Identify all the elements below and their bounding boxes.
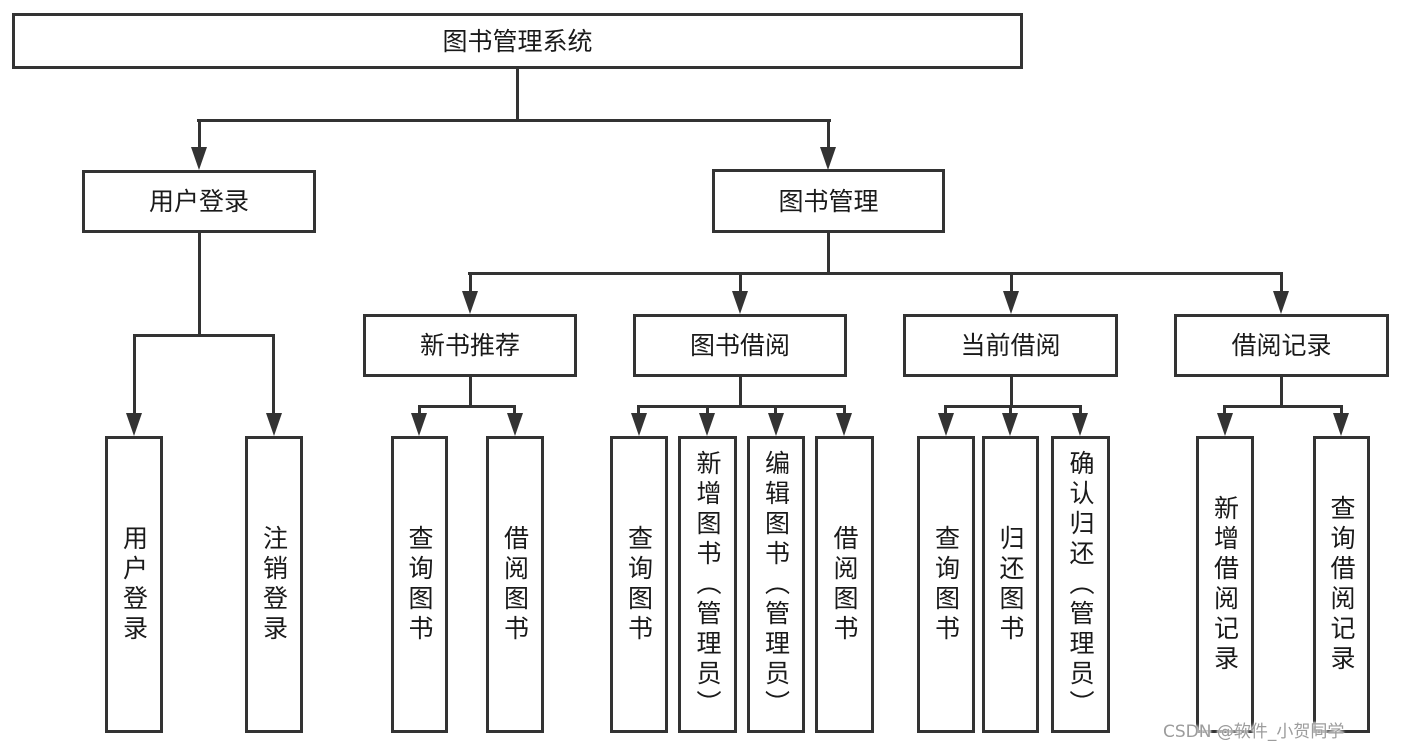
arrow-to-book-borrow — [732, 291, 748, 314]
connector-br-hbar — [1223, 405, 1343, 408]
leaf-cb-confirm-return-admin: 确认归还（管理员） — [1051, 436, 1110, 733]
connector-bb-stem — [739, 377, 742, 408]
connector-to-borrow-records — [1280, 275, 1283, 292]
leaf-cb-query-books: 查询图书 — [917, 436, 975, 733]
arrow-to-nbr-query — [411, 413, 427, 436]
node-label: 图书管理系统 — [442, 26, 593, 56]
connector-root-hbar — [197, 119, 831, 122]
node-user-login: 用户登录 — [82, 170, 316, 233]
connector-cb-hbar — [944, 405, 1082, 408]
connector-book-management-hbar — [468, 272, 1283, 275]
connector-to-br-query — [1340, 408, 1343, 416]
node-current-borrow: 当前借阅 — [903, 314, 1118, 377]
leaf-bb-borrow-books: 借阅图书 — [815, 436, 874, 733]
leaf-bb-add-books-admin: 新增图书（管理员） — [678, 436, 737, 733]
connector-to-cb-return — [1009, 408, 1012, 416]
leaf-label: 确认归还（管理员） — [1066, 449, 1095, 720]
node-label: 图书管理 — [778, 186, 879, 216]
arrow-to-cb-return — [1002, 413, 1018, 436]
connector-to-cb-confirm — [1079, 408, 1082, 416]
leaf-user-login: 用户登录 — [105, 436, 163, 733]
connector-to-bb-add — [706, 408, 709, 416]
leaf-logout-login: 注销登录 — [245, 436, 303, 733]
node-borrow-records: 借阅记录 — [1174, 314, 1389, 377]
connector-to-new-book-recommend — [469, 275, 472, 292]
leaf-bb-edit-books-admin: 编辑图书（管理员） — [747, 436, 805, 733]
leaf-nbr-query-books: 查询图书 — [391, 436, 448, 733]
leaf-br-add-record: 新增借阅记录 — [1196, 436, 1254, 733]
connector-nbr-hbar — [418, 405, 516, 408]
connector-to-br-add — [1223, 408, 1226, 416]
node-book-management: 图书管理 — [712, 169, 945, 233]
connector-to-book-borrow — [739, 275, 742, 292]
connector-to-leaf-logout — [272, 337, 275, 415]
leaf-label: 借阅图书 — [830, 524, 859, 645]
connector-to-nbr-query — [418, 408, 421, 416]
connector-to-leaf-user-login — [133, 337, 136, 415]
leaf-label: 新增借阅记录 — [1210, 494, 1240, 675]
connector-user-login-stem — [198, 233, 201, 336]
leaf-label: 查询图书 — [624, 524, 654, 645]
arrow-to-current-borrow — [1003, 291, 1019, 314]
leaf-cb-return-books: 归还图书 — [982, 436, 1039, 733]
arrow-to-br-add — [1217, 413, 1233, 436]
connector-to-nbr-borrow — [513, 408, 516, 416]
arrow-to-leaf-user-login — [126, 413, 142, 436]
node-label: 借阅记录 — [1231, 331, 1332, 360]
leaf-label: 查询借阅记录 — [1327, 494, 1356, 675]
connector-to-bb-borrow — [843, 408, 846, 416]
leaf-label: 归还图书 — [996, 524, 1025, 645]
connector-to-book-management — [827, 122, 830, 150]
connector-root-stem — [516, 68, 519, 122]
arrow-to-leaf-logout — [266, 413, 282, 436]
connector-cb-stem — [1010, 377, 1013, 408]
connector-to-current-borrow — [1010, 275, 1013, 292]
arrow-to-br-query — [1333, 413, 1349, 436]
arrow-to-bb-edit — [768, 413, 784, 436]
leaf-label: 编辑图书（管理员） — [761, 449, 791, 720]
node-library-management-system: 图书管理系统 — [12, 13, 1023, 69]
leaf-label: 借阅图书 — [500, 524, 530, 645]
connector-br-stem — [1280, 377, 1283, 408]
leaf-label: 查询图书 — [405, 524, 434, 645]
arrow-to-bb-query — [631, 413, 647, 436]
connector-nbr-stem — [469, 377, 472, 408]
connector-to-user-login — [198, 122, 201, 150]
arrow-to-bb-add — [699, 413, 715, 436]
leaf-label: 用户登录 — [119, 524, 149, 645]
node-label: 当前借阅 — [960, 331, 1061, 360]
leaf-label: 注销登录 — [259, 524, 289, 645]
leaf-label: 新增图书（管理员） — [693, 449, 722, 720]
arrow-to-cb-query — [938, 413, 954, 436]
connector-to-bb-edit — [774, 408, 777, 416]
arrow-to-borrow-records — [1273, 291, 1289, 314]
node-label: 用户登录 — [148, 187, 249, 216]
arrow-to-book-management — [820, 147, 836, 170]
connector-to-cb-query — [944, 408, 947, 416]
node-new-book-recommend: 新书推荐 — [363, 314, 577, 377]
connector-book-management-stem — [827, 233, 830, 274]
leaf-label: 查询图书 — [931, 524, 961, 645]
leaf-bb-query-books: 查询图书 — [610, 436, 668, 733]
arrow-to-new-book-recommend — [462, 291, 478, 314]
node-label: 图书借阅 — [689, 331, 790, 360]
connector-user-login-hbar — [133, 334, 275, 337]
csdn-watermark: CSDN @软件_小贺同学 — [1163, 722, 1345, 742]
node-label: 新书推荐 — [419, 331, 520, 360]
connector-to-bb-query — [637, 408, 640, 416]
arrow-to-user-login — [191, 147, 207, 170]
leaf-nbr-borrow-books: 借阅图书 — [486, 436, 544, 733]
connector-bb-hbar — [637, 405, 846, 408]
node-book-borrow: 图书借阅 — [633, 314, 847, 377]
arrow-to-nbr-borrow — [507, 413, 523, 436]
leaf-br-query-record: 查询借阅记录 — [1313, 436, 1370, 733]
arrow-to-cb-confirm — [1072, 413, 1088, 436]
arrow-to-bb-borrow — [836, 413, 852, 436]
